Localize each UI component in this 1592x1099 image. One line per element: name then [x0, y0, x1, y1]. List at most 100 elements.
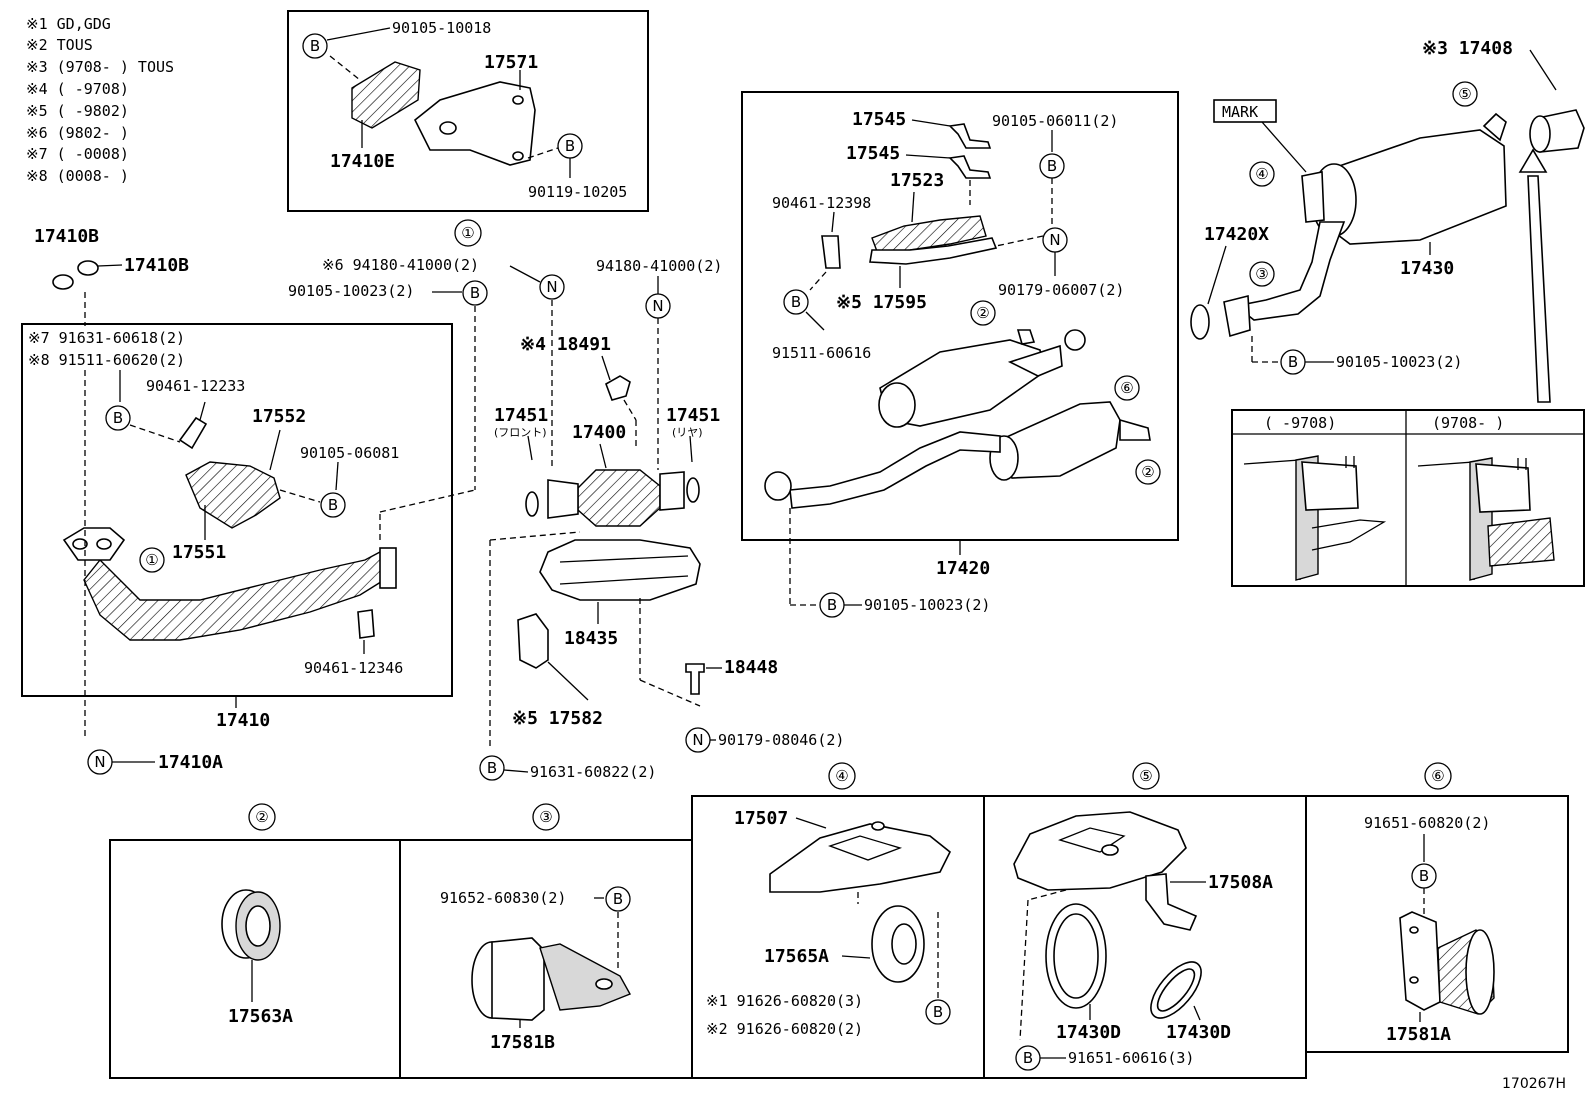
note-2: ※2 TOUS — [26, 36, 93, 54]
part-17565A[interactable]: 17565A — [764, 946, 829, 967]
insulator-17410E-shape — [351, 61, 421, 129]
ref-90105-06081[interactable]: 90105-06081 — [300, 444, 399, 462]
ref-90105-10023-a[interactable]: 90105-10023(2) — [288, 282, 414, 300]
callout-5-marker — [1452, 81, 1478, 107]
ref-90461-12398[interactable]: 90461-12398 — [772, 194, 871, 212]
ref-90179-06007[interactable]: 90179-06007(2) — [998, 281, 1124, 299]
catalytic-converter-shape — [577, 469, 661, 527]
nut-letter: N — [692, 731, 703, 749]
bolt-letter: B — [613, 890, 623, 908]
bracket-17508A-arm — [1145, 873, 1198, 931]
part-17410B-right[interactable]: 17410B — [124, 255, 189, 276]
inset-left-label: ( -9708) — [1264, 414, 1336, 432]
bolt-letter: B — [487, 759, 497, 777]
ref-90119-10205[interactable]: 90119-10205 — [528, 183, 627, 201]
callout-3-label: ③ — [539, 808, 552, 826]
hanger-17581B-bracket — [539, 943, 631, 1011]
ref-90461-12346[interactable]: 90461-12346 — [304, 659, 403, 677]
part-18491[interactable]: ※4 18491 — [520, 334, 611, 355]
part-17581B[interactable]: 17581B — [490, 1032, 555, 1053]
note-5: ※5 ( -9802) — [26, 102, 129, 120]
ref-91511-60616[interactable]: 91511-60616 — [772, 344, 871, 362]
clamp-shape — [357, 609, 375, 639]
part-17581A[interactable]: 17581A — [1386, 1024, 1451, 1045]
bracket-17545-shape — [948, 155, 992, 179]
part-17410E[interactable]: 17410E — [330, 151, 395, 172]
ref-91651-60820[interactable]: 91651-60820(2) — [1364, 814, 1490, 832]
part-18448[interactable]: 18448 — [724, 657, 778, 678]
part-17420X[interactable]: 17420X — [1204, 224, 1269, 245]
part-17400[interactable]: 17400 — [572, 422, 626, 443]
ref-91651-60616[interactable]: 91651-60616(3) — [1068, 1049, 1194, 1067]
ref-90105-10023-b[interactable]: 90105-10023(2) — [864, 596, 990, 614]
part-17451-front[interactable]: 17451 — [494, 405, 548, 426]
part-17552[interactable]: 17552 — [252, 406, 306, 427]
hanger-shape — [1119, 418, 1151, 441]
ref-91511-note8[interactable]: ※8 91511-60620(2) — [28, 351, 185, 369]
callout-2-marker — [1135, 459, 1161, 485]
part-17410[interactable]: 17410 — [216, 710, 270, 731]
callout-2-label: ② — [976, 304, 989, 322]
part-17410B-left[interactable]: 17410B — [34, 226, 99, 247]
inset-right-label: (9708- ) — [1432, 414, 1504, 432]
ref-94180-41000-note6[interactable]: ※6 94180-41000(2) — [322, 256, 479, 274]
ref-91626-note2[interactable]: ※2 91626-60820(2) — [706, 1020, 863, 1038]
bracket-17508A-plate — [1013, 811, 1187, 891]
ref-91626-note1[interactable]: ※1 91626-60820(3) — [706, 992, 863, 1010]
ref-90105-10018[interactable]: 90105-10018 — [392, 19, 491, 37]
part-17545-lower[interactable]: 17545 — [846, 143, 900, 164]
part-17451-rear[interactable]: 17451 — [666, 405, 720, 426]
callout-1-label: ① — [461, 224, 474, 242]
ref-90461-12233[interactable]: 90461-12233 — [146, 377, 245, 395]
bolt-symbol — [462, 280, 488, 306]
part-17545-upper[interactable]: 17545 — [852, 109, 906, 130]
callout-4-marker — [828, 762, 856, 790]
bolt-letter: B — [113, 409, 123, 427]
ref-91631-60822[interactable]: 91631-60822(2) — [530, 763, 656, 781]
ref-90105-10023-c[interactable]: 90105-10023(2) — [1336, 353, 1462, 371]
bolt-letter: B — [470, 284, 480, 302]
part-17595[interactable]: ※5 17595 — [836, 292, 927, 313]
bolt-letter: B — [827, 596, 837, 614]
part-17420[interactable]: 17420 — [936, 558, 990, 579]
part-17582[interactable]: ※5 17582 — [512, 708, 603, 729]
part-18435[interactable]: 18435 — [564, 628, 618, 649]
bolt-symbol — [605, 886, 631, 912]
part-17571[interactable]: 17571 — [484, 52, 538, 73]
part-17523[interactable]: 17523 — [890, 170, 944, 191]
part-17563A[interactable]: 17563A — [228, 1006, 293, 1027]
bolt-letter: B — [1419, 867, 1429, 885]
gasket-17410B-shape — [52, 274, 74, 290]
part-17430D-right[interactable]: 17430D — [1166, 1022, 1231, 1043]
part-17430[interactable]: 17430 — [1400, 258, 1454, 279]
ref-90179-08046[interactable]: 90179-08046(2) — [718, 731, 844, 749]
note-7: ※7 ( -0008) — [26, 145, 129, 163]
bracket-17545-shape — [948, 123, 992, 149]
ref-91631-note7[interactable]: ※7 91631-60618(2) — [28, 329, 185, 347]
callout-5-label: ⑤ — [1139, 767, 1152, 785]
muffler-bracket-shape — [1301, 171, 1325, 223]
part-17410A[interactable]: 17410A — [158, 752, 223, 773]
part-17408[interactable]: ※3 17408 — [1422, 38, 1513, 59]
front-pipe-shape — [83, 551, 393, 641]
bracket-17571-shape — [413, 81, 536, 166]
mark-label-box — [1213, 99, 1277, 123]
callout-3-marker — [1249, 261, 1275, 287]
nut-symbol — [539, 274, 565, 300]
part-17508A[interactable]: 17508A — [1208, 872, 1273, 893]
note-6: ※6 (9802- ) — [26, 124, 129, 142]
part-17551[interactable]: 17551 — [172, 542, 226, 563]
bolt-letter: B — [328, 496, 338, 514]
callout-4-label: ④ — [1255, 165, 1268, 183]
ref-94180-41000[interactable]: 94180-41000(2) — [596, 257, 722, 275]
center-pipe-flange — [764, 471, 792, 501]
ref-90105-06011[interactable]: 90105-06011(2) — [992, 112, 1118, 130]
bolt-letter: B — [1047, 157, 1057, 175]
part-17430D-left[interactable]: 17430D — [1056, 1022, 1121, 1043]
part-17507[interactable]: 17507 — [734, 808, 788, 829]
bolt-letter: B — [565, 137, 575, 155]
bolt-symbol — [320, 492, 346, 518]
ref-91652-60830[interactable]: 91652-60830(2) — [440, 889, 566, 907]
clamp-shape — [178, 416, 208, 450]
